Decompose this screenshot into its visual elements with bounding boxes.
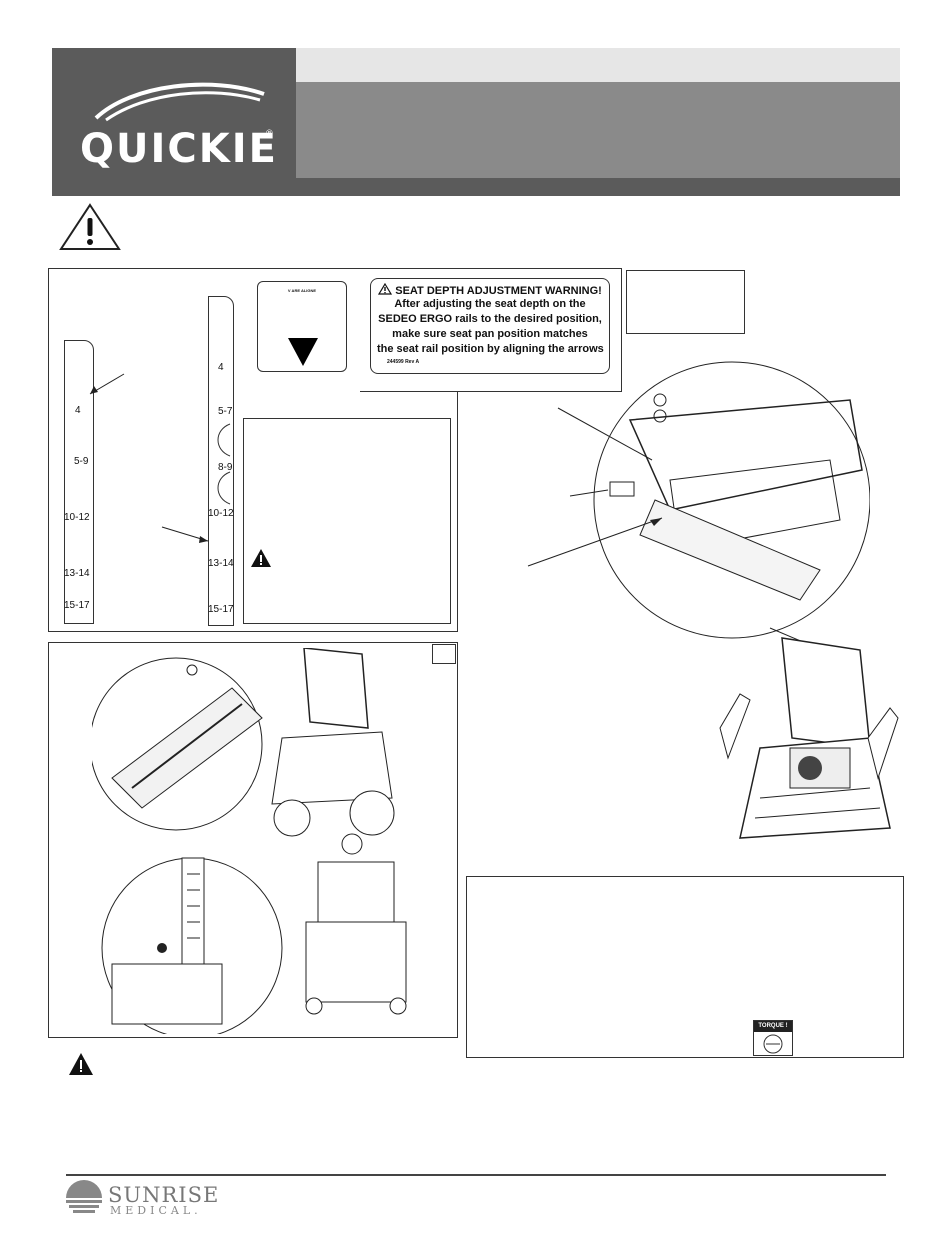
callout-box — [626, 270, 745, 334]
warning-triangle-icon — [251, 549, 271, 567]
torque-badge-label: TORQUE ! — [754, 1021, 792, 1032]
part-number: 244599 Rev A — [387, 359, 420, 365]
strip-right-label: 4 — [218, 362, 224, 373]
seat-rail-detail-illustration — [527, 361, 870, 645]
strip-notch-icon — [217, 423, 231, 505]
warning-line: SEDEO ERGO rails to the desired position… — [378, 313, 602, 325]
strip-right-label: 8-9 — [218, 462, 233, 473]
warning-label-title: SEAT DEPTH ADJUSTMENT WARNING! — [377, 282, 603, 297]
down-arrow-icon — [288, 338, 318, 366]
warning-line: After adjusting the seat depth on the — [394, 298, 586, 310]
leader-arrow-icon — [161, 526, 209, 543]
footer-brand-name: SUNRISE — [108, 1183, 220, 1207]
header-band-light — [296, 48, 900, 82]
warning-line: make sure seat pan position matches — [392, 328, 588, 340]
torque-badge: TORQUE ! — [753, 1020, 793, 1056]
seat-depth-strip-right — [208, 296, 234, 626]
footer-brand-subname: MEDICAL. — [110, 1204, 202, 1217]
strip-right-label: 5-7 — [218, 406, 233, 417]
header-band-dark — [296, 178, 900, 196]
sunrise-logo-icon — [66, 1180, 102, 1213]
strip-left-label: 10-12 — [64, 512, 90, 523]
wheelchair-seat-illustration — [719, 637, 899, 839]
quickie-logo-block: QUICKIE ® — [52, 48, 296, 196]
figure-corner-tab — [432, 644, 456, 664]
inner-text-box — [243, 418, 451, 624]
warning-title-text: SEAT DEPTH ADJUSTMENT WARNING! — [395, 285, 602, 297]
arrow-alignment-label: V ARE ALIGNE — [257, 281, 347, 372]
strip-left-label: 13-14 — [64, 568, 90, 579]
torque-note-box — [466, 876, 904, 1058]
seat-depth-warning-label: SEAT DEPTH ADJUSTMENT WARNING! After adj… — [370, 278, 610, 374]
arrow-label-text: V ARE ALIGNE — [287, 288, 317, 293]
strip-left-label: 5-9 — [74, 456, 89, 467]
strip-left-label: 15-17 — [64, 600, 90, 611]
registered-mark: ® — [266, 128, 273, 138]
torque-wrench-icon — [763, 1034, 783, 1054]
leader-arrow-icon — [89, 373, 125, 395]
warning-triangle-icon — [378, 282, 393, 295]
warning-triangle-icon — [59, 203, 121, 250]
strip-right-label: 15-17 — [208, 604, 234, 615]
rail-assembly-illustration — [92, 648, 407, 1034]
header-band-mid — [296, 82, 900, 178]
swoosh-icon — [94, 82, 265, 122]
strip-right-label: 13-14 — [208, 558, 234, 569]
footer-rule — [66, 1174, 886, 1176]
quickie-logo-text: QUICKIE — [80, 126, 278, 172]
warning-triangle-icon — [69, 1053, 93, 1075]
strip-right-label: 10-12 — [208, 508, 234, 519]
strip-left-label: 4 — [75, 405, 81, 416]
warning-line: the seat rail position by aligning the a… — [377, 343, 604, 355]
seat-depth-strip-left — [64, 340, 94, 624]
